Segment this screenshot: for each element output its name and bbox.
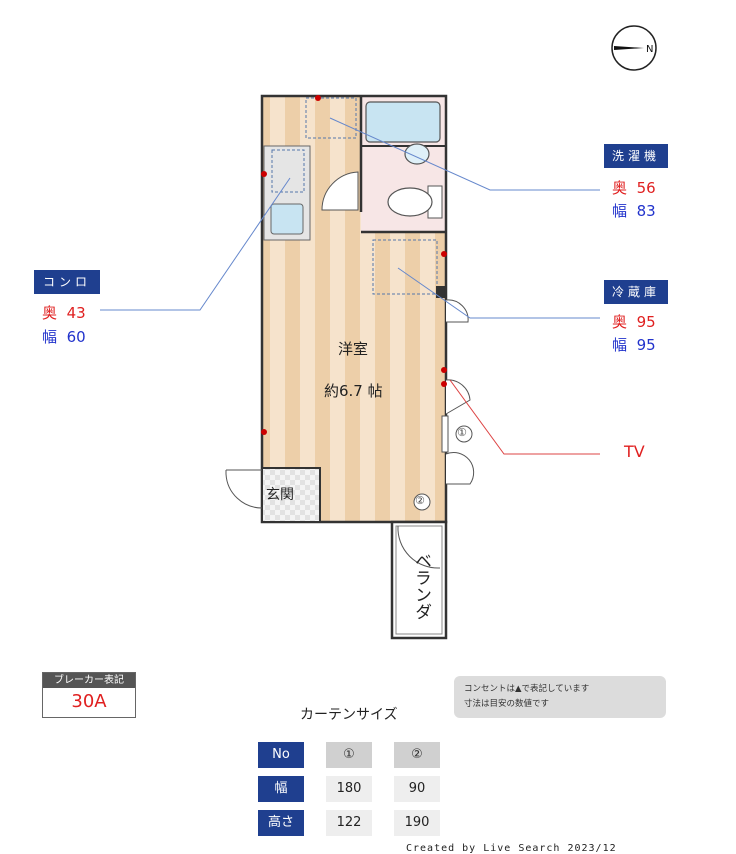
table-col-2-width: 90 — [394, 776, 440, 802]
outlet-marker — [261, 429, 267, 435]
table-header-width: 幅 — [258, 776, 304, 802]
table-col-2-height: 190 — [394, 810, 440, 836]
outlet-marker — [441, 367, 447, 373]
toilet — [387, 187, 433, 217]
outlet-marker — [261, 171, 267, 177]
window-1-label: ① — [457, 426, 467, 439]
entrance-floor — [261, 467, 321, 523]
bathtub — [365, 101, 441, 143]
credit-text: Created by Live Search 2023/12 — [406, 843, 617, 854]
table-header-no: No — [258, 742, 304, 768]
breaker-box: ブレーカー表記 30A — [42, 672, 136, 718]
konro-width: 幅 60 — [42, 328, 86, 346]
reizoko-width: 幅 95 — [612, 336, 656, 354]
outlet-marker — [441, 381, 447, 387]
breaker-value: 30A — [71, 691, 107, 712]
note-box: コンセントは▲で表記しています 寸法は目安の数値です — [454, 676, 666, 718]
washer-space — [305, 97, 357, 139]
veranda-label: ベランダ — [411, 552, 431, 620]
reizoko-depth: 奥 95 — [612, 313, 656, 331]
note-line-2: 寸法は目安の数値です — [464, 699, 550, 709]
leader-line-sentakuki — [329, 117, 600, 191]
leader-line-konro — [100, 177, 291, 311]
sentakuki-tag: 洗濯機 — [604, 144, 668, 168]
table-col-1-height: 122 — [326, 810, 372, 836]
sentakuki-depth: 奥 56 — [612, 179, 656, 197]
note-line-1: コンセントは▲で表記しています — [464, 684, 590, 694]
room-size: 約6.7 帖 — [324, 382, 383, 400]
washbasin — [404, 143, 430, 165]
table-col-1-width: 180 — [326, 776, 372, 802]
konro-depth: 奥 43 — [42, 304, 86, 322]
sentakuki-width: 幅 83 — [612, 202, 656, 220]
reizoko-tag: 冷蔵庫 — [604, 280, 668, 304]
breaker-title: ブレーカー表記 — [43, 673, 135, 688]
table-col-2-no: ② — [394, 742, 440, 768]
konro-tag: コンロ — [34, 270, 100, 294]
room-name: 洋室 — [338, 340, 369, 358]
leader-line-tv — [449, 379, 600, 455]
kitchen-sink — [270, 203, 304, 235]
fridge-space — [372, 239, 438, 295]
compass-label: N — [646, 44, 653, 55]
outlet-marker — [315, 95, 321, 101]
leader-line-reizoko — [397, 267, 600, 319]
curtain-title: カーテンサイズ — [300, 707, 398, 723]
window-2-label: ② — [415, 494, 425, 507]
outlet-marker — [441, 251, 447, 257]
table-col-1-no: ① — [326, 742, 372, 768]
tv-label: TV — [624, 442, 645, 461]
stove-space — [271, 149, 305, 193]
table-header-height: 高さ — [258, 810, 304, 836]
entrance-label: 玄関 — [266, 487, 294, 503]
compass-icon: N — [611, 25, 657, 71]
veranda-floor — [390, 520, 448, 640]
